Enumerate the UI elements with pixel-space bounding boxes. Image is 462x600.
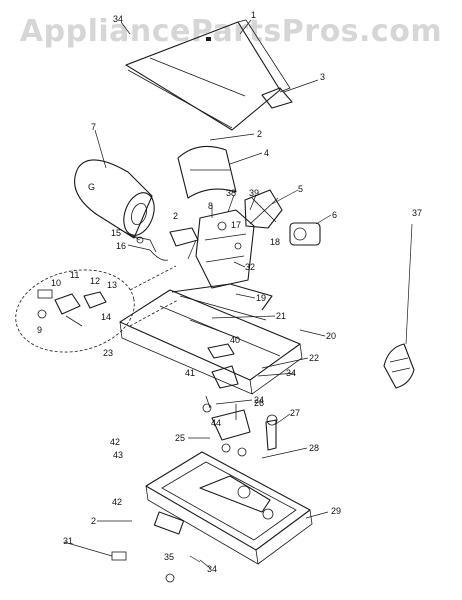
part-label-8: 8 xyxy=(208,201,213,211)
base-pan-part xyxy=(145,451,313,565)
part-label-17: 17 xyxy=(231,220,241,230)
bracket-39-part xyxy=(207,343,239,389)
part-label-34: 34 xyxy=(207,564,217,574)
part-label-12: 12 xyxy=(90,276,100,286)
part-label-36: 37 xyxy=(412,208,422,218)
part-label-19: 19 xyxy=(256,293,266,303)
ignitor-inset-part xyxy=(15,265,179,353)
part-label-24: 24 xyxy=(254,395,264,405)
top-cover-part xyxy=(125,19,293,131)
part-label-20: 20 xyxy=(326,331,336,341)
filter-assembly-part xyxy=(202,395,278,457)
part-label-38: 39 xyxy=(249,188,259,198)
part-label-28: 28 xyxy=(309,443,319,453)
part-label-27: 27 xyxy=(290,408,300,418)
part-label-43: 43 xyxy=(113,450,123,460)
part-label-4: 4 xyxy=(264,148,269,158)
part-label-33b: 34 xyxy=(286,368,296,378)
part-label-18: 18 xyxy=(270,237,280,247)
part-label-40: 41 xyxy=(185,368,195,378)
part-label-2: 2 xyxy=(257,129,262,139)
part-label-23: 23 xyxy=(103,348,113,358)
part-label-10: 10 xyxy=(51,278,61,288)
part-label-5: 5 xyxy=(298,184,303,194)
part-label-25: 25 xyxy=(175,433,185,443)
part-label-37: 38 xyxy=(226,188,236,198)
part-label-44: 44 xyxy=(211,418,221,428)
leader-lines xyxy=(94,19,332,563)
part-label-1: 1 xyxy=(251,10,256,20)
part-label-9: 9 xyxy=(37,325,42,335)
part-label-29: 29 xyxy=(331,506,341,516)
part-label-11: 11 xyxy=(70,270,79,280)
part-label-22: 22 xyxy=(309,353,319,363)
cord-plug-part xyxy=(63,541,211,583)
part-label-26: 26 xyxy=(254,398,264,408)
part-labels: 1 34 3 2 4 7 5 38 39 8 6 37 2 17 15 18 1… xyxy=(37,10,422,574)
fittings-part xyxy=(131,227,199,261)
part-label-13: 13 xyxy=(107,280,117,290)
part-label-14: 14 xyxy=(101,312,111,322)
part-label-39: 40 xyxy=(230,335,240,345)
combustion-cylinder-part: G xyxy=(74,159,155,239)
burner-tray-part xyxy=(119,283,303,395)
part-label-7: 7 xyxy=(91,122,96,132)
side-bracket-part xyxy=(383,223,415,389)
part-label-31: 31 xyxy=(63,536,73,546)
part-label-21: 21 xyxy=(276,311,286,321)
part-label-33: 34 xyxy=(113,14,123,24)
part-label-32: 32 xyxy=(245,262,255,272)
part-label-41: 42 xyxy=(112,497,122,507)
part-label-35: 35 xyxy=(164,552,174,562)
part-label-2c: 2 xyxy=(91,516,96,526)
part-label-2b: 2 xyxy=(173,211,178,221)
part-label-42: 42 xyxy=(110,437,120,447)
part-label-15: 15 xyxy=(111,228,121,238)
deflector-part xyxy=(177,145,237,199)
part-label-3: 3 xyxy=(320,72,325,82)
part-label-16: 16 xyxy=(116,241,126,251)
part-label-6: 6 xyxy=(332,210,337,220)
svg-text:G: G xyxy=(88,182,95,192)
motor-fan-assembly-part xyxy=(195,189,321,289)
